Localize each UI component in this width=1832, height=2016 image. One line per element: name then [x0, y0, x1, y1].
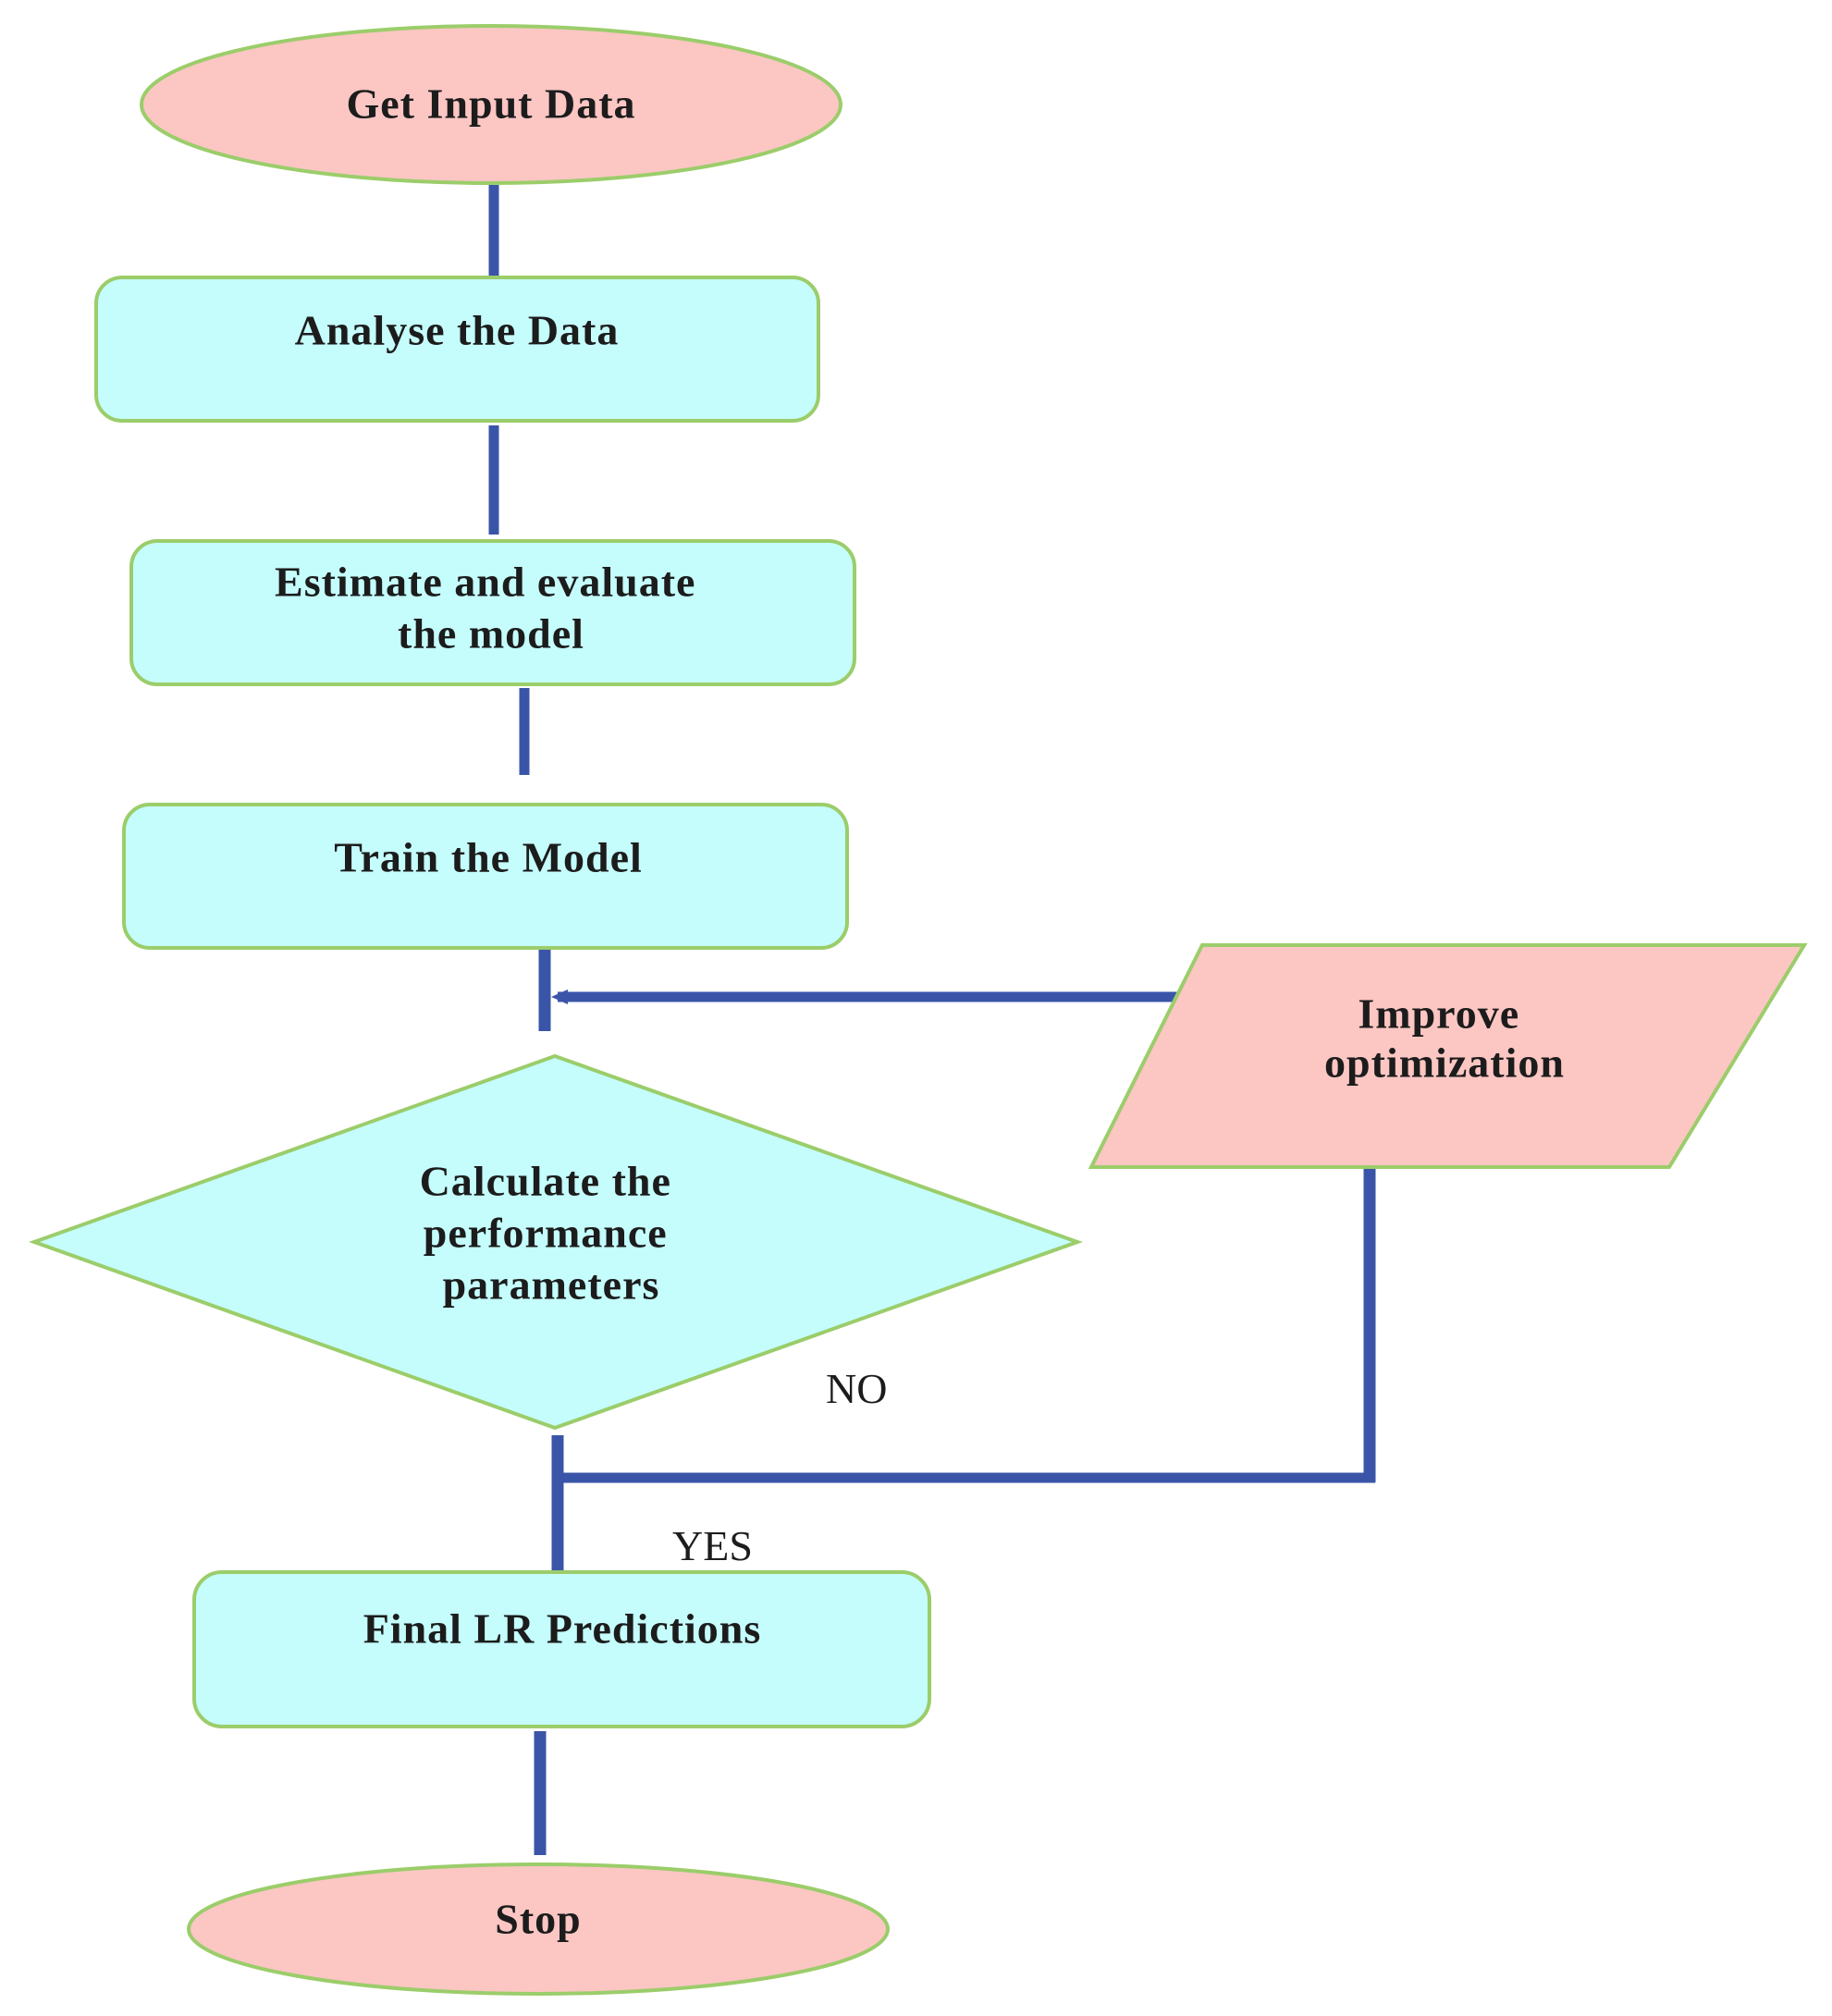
analyse-label: Analyse the Data	[295, 307, 620, 354]
edge-label-no: NO	[826, 1365, 887, 1412]
decision-label: Calculate the performance parameters	[420, 1148, 683, 1309]
train-shape	[122, 803, 849, 950]
edge-label-yes: YES	[672, 1522, 753, 1569]
start-label: Get Input Data	[346, 80, 635, 128]
estimate-shape	[129, 539, 856, 686]
analyse-process: Analyse the Data	[94, 276, 820, 423]
start-shape	[140, 24, 842, 185]
improve-shape	[1088, 943, 1808, 1169]
final-process: Final LR Predictions	[192, 1570, 931, 1728]
decision-node: Calculate the performance parameters	[29, 1053, 1083, 1431]
improve-io: Improve optimization	[1088, 943, 1808, 1169]
estimate-process: Estimate and evaluate the model	[129, 539, 856, 686]
final-label: Final LR Predictions	[363, 1605, 762, 1653]
start-terminal: Get Input Data	[140, 24, 842, 185]
analyse-shape	[94, 276, 820, 423]
final-shape	[192, 1570, 931, 1728]
stop-terminal: Stop	[187, 1862, 890, 1996]
train-process: Train the Model	[122, 803, 849, 950]
connectors	[488, 185, 1376, 1855]
arrowhead-improve-loop	[551, 990, 568, 1004]
stop-label: Stop	[495, 1896, 581, 1943]
estimate-label: Estimate and evaluate the model	[275, 548, 707, 658]
improve-label: Improve optimization	[1324, 980, 1565, 1087]
stop-shape	[187, 1862, 890, 1996]
decision-shape	[29, 1053, 1083, 1431]
train-label: Train the Model	[334, 834, 643, 881]
